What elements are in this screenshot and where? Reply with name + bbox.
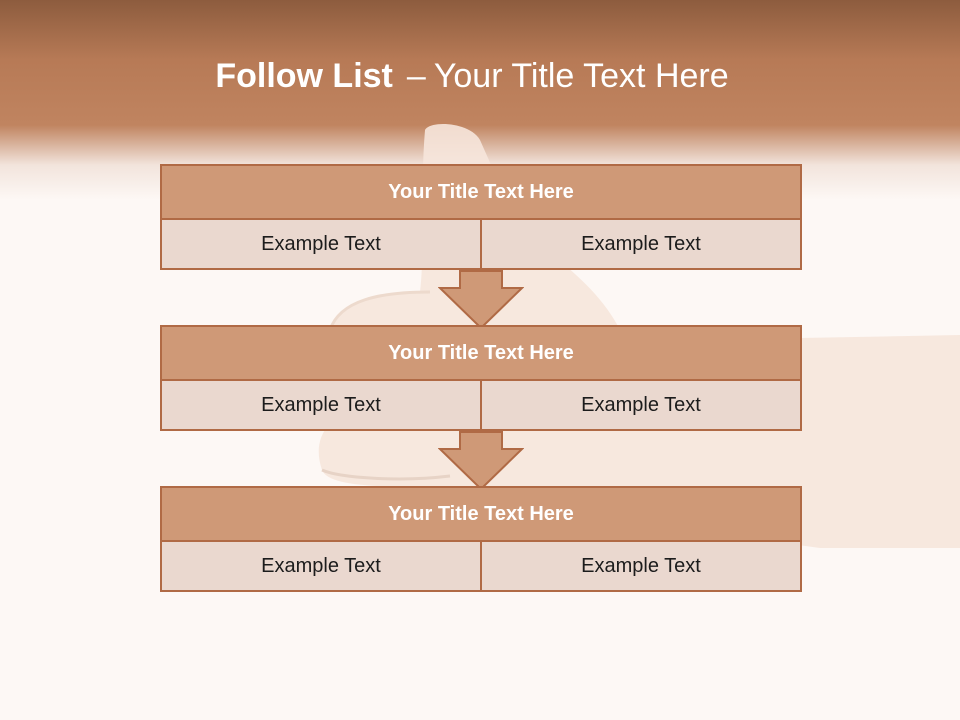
arrow-down-icon [438,270,524,330]
block-cell-right: Example Text [482,220,802,270]
block-cell-right: Example Text [482,381,802,431]
block-title: Your Title Text Here [160,164,802,220]
block-cell-left: Example Text [160,381,482,431]
block-row: Example Text Example Text [160,220,802,270]
block-cell-left: Example Text [160,220,482,270]
slide-title: Follow List–Your Title Text Here [0,52,944,100]
flow-block-2: Your Title Text Here Example Text Exampl… [160,325,802,431]
block-row: Example Text Example Text [160,542,802,592]
slide-title-bold: Follow List [215,57,393,95]
block-row: Example Text Example Text [160,381,802,431]
block-title: Your Title Text Here [160,486,802,542]
block-title: Your Title Text Here [160,325,802,381]
block-cell-right: Example Text [482,542,802,592]
slide-title-dash: – [406,57,426,95]
flow-block-3: Your Title Text Here Example Text Exampl… [160,486,802,592]
slide-title-rest: Your Title Text Here [433,57,729,95]
block-cell-left: Example Text [160,542,482,592]
flow-block-1: Your Title Text Here Example Text Exampl… [160,164,802,270]
arrow-down-icon [438,431,524,491]
